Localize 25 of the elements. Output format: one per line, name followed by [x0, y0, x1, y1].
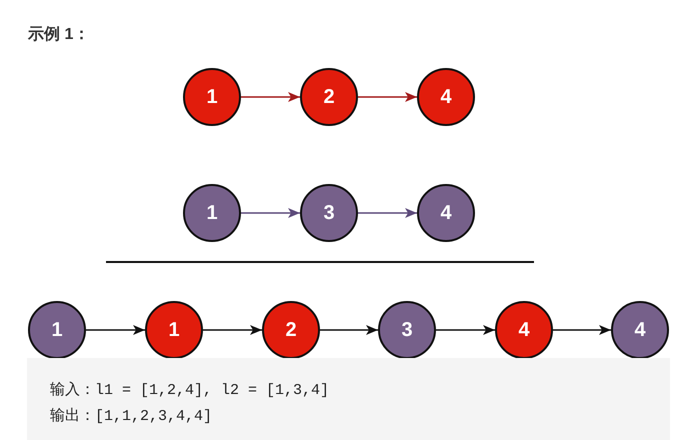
arrow	[553, 325, 611, 335]
node-value: 4	[440, 202, 452, 224]
node-value: 2	[323, 86, 335, 108]
node-value: 1	[51, 318, 63, 342]
node-value: 3	[401, 318, 413, 342]
node-value: 4	[634, 318, 646, 342]
node-value: 4	[440, 86, 452, 108]
node-value: 2	[285, 318, 297, 342]
node-value: 1	[206, 202, 218, 224]
arrow	[358, 208, 417, 218]
code-line: 输出：[1,1,2,3,4,4]	[50, 406, 212, 425]
node-value: 1	[168, 318, 180, 342]
arrow	[241, 208, 300, 218]
arrow	[86, 325, 145, 335]
arrow	[320, 325, 378, 335]
arrow	[358, 92, 417, 102]
heading: 示例 1：	[28, 25, 90, 45]
node-value: 3	[323, 202, 335, 224]
arrow	[436, 325, 495, 335]
node-value: 4	[518, 318, 530, 342]
code-line: 输入：l1 = [1,2,4], l2 = [1,3,4]	[50, 380, 330, 399]
arrow	[241, 92, 300, 102]
arrow	[203, 325, 262, 335]
node-value: 1	[206, 86, 218, 108]
code-block	[27, 358, 670, 440]
